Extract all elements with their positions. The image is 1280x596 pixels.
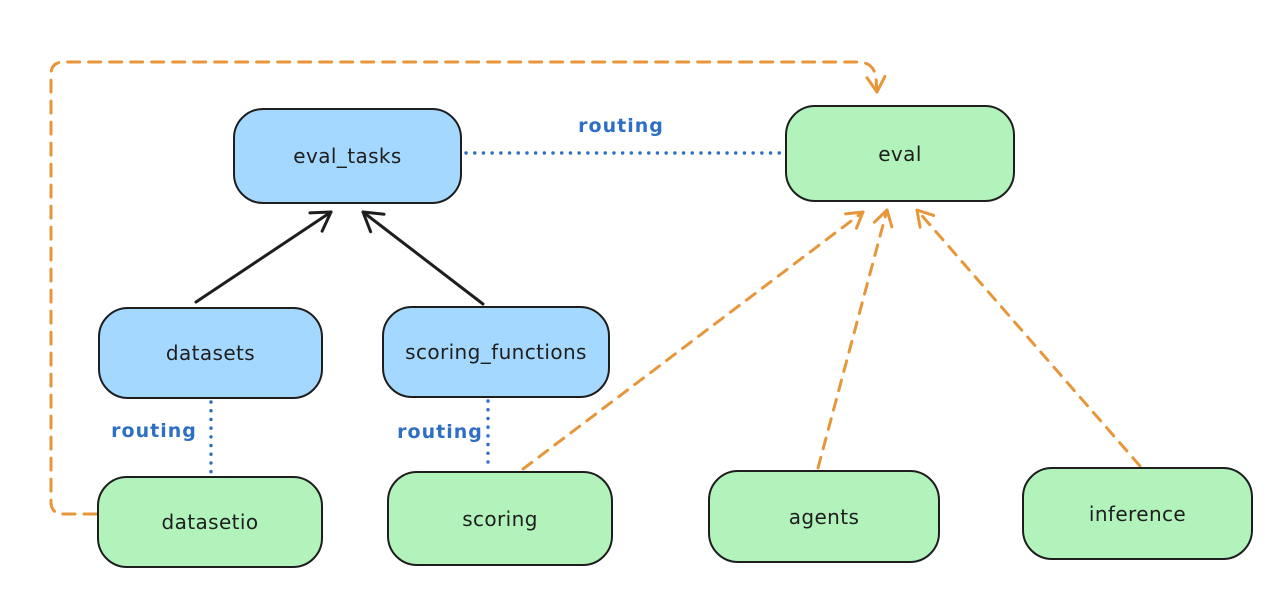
edge-agents-to-eval	[816, 208, 894, 470]
node-eval-label: eval	[878, 141, 922, 166]
node-eval: eval	[785, 105, 1015, 202]
node-scoring-label: scoring	[462, 506, 538, 531]
edge-label-routing-datasets: routing	[111, 420, 197, 442]
edge-label-routing-top: routing	[578, 115, 664, 137]
node-scoring-functions: scoring_functions	[382, 306, 610, 398]
edge-datasetio-to-eval	[49, 60, 887, 516]
node-scoring-functions-label: scoring_functions	[405, 340, 587, 364]
edge-label-routing-scoring: routing	[397, 421, 483, 443]
node-inference-label: inference	[1088, 501, 1187, 526]
node-agents: agents	[708, 470, 940, 563]
node-inference: inference	[1022, 467, 1253, 560]
node-eval-tasks-label: eval_tasks	[293, 144, 402, 168]
edge-scoring-to-eval	[521, 210, 865, 471]
edge-datasets-to-eval-tasks	[194, 210, 333, 304]
node-eval-tasks: eval_tasks	[233, 108, 462, 204]
edge-scoring-functions-to-eval-tasks	[361, 210, 485, 306]
edge-inference-to-eval	[915, 208, 1142, 468]
node-scoring: scoring	[387, 471, 613, 566]
node-datasetio: datasetio	[97, 476, 323, 568]
node-agents-label: agents	[788, 504, 860, 529]
node-datasets-label: datasets	[165, 341, 256, 365]
node-datasets: datasets	[98, 307, 323, 399]
node-datasetio-label: datasetio	[161, 510, 259, 534]
